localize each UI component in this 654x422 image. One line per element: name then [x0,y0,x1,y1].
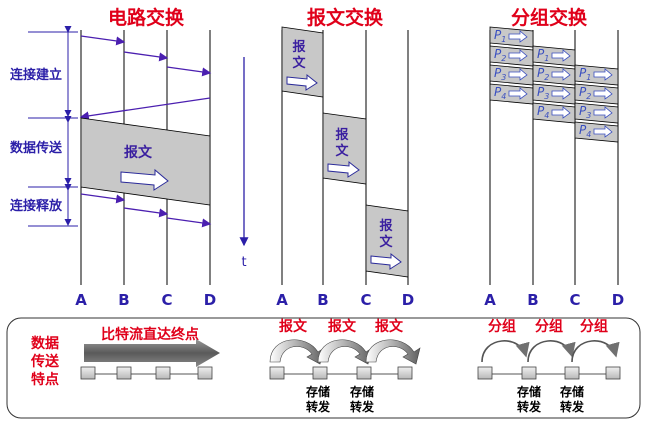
packet-arrow [551,68,571,81]
legend-packet-label: 分组 [580,318,608,335]
legend-packet-nodes [477,366,621,380]
legend-packet-curves [481,340,620,363]
title-circuit: 电路交换 [108,6,185,29]
packet-arrow [508,68,528,81]
packet-arrow [508,87,528,100]
packet-arrow [551,49,571,62]
forward-label: 转发 [517,399,542,414]
node-label: B [527,291,538,309]
legend-circuit-label: 比特流直达终点 [101,326,199,343]
node-box [197,366,213,380]
node-label: D [204,291,216,309]
node-label: D [402,291,414,309]
message-hop-2-arrow [327,160,360,178]
legend-message-label: 报文 [328,318,357,335]
packet-arrow [551,87,571,100]
phase-transfer: 数据传送 [10,140,63,156]
node-label: C [360,291,371,309]
node-label: B [118,291,129,309]
circuit-connect-arrows [79,35,212,121]
node-box [477,366,493,380]
packet-arrow [593,125,613,138]
packet-arrow [593,68,613,81]
packet-arrow [508,30,528,43]
store-label: 存储 [305,384,330,399]
legend-message-nodes [269,366,413,380]
legend-packet-label: 分组 [535,318,563,335]
legend-packet-store-forward: 存储 转发 存储 转发 [516,384,585,414]
message-hop-2-label-1: 报 [335,128,349,143]
legend-message-labels: 报文 报文 报文 [279,318,404,335]
legend-message-label: 报文 [375,318,404,335]
time-label: t [241,255,246,270]
packet-arrow [508,49,528,62]
message-hop-3-arrow [370,252,402,270]
node-label: C [569,291,580,309]
legend-message-label: 报文 [279,318,308,335]
legend-title: 数据 传送 特点 [30,335,60,388]
legend-circuit-arrow [84,339,220,367]
legend-packet-label: 分组 [488,318,516,335]
node-box [312,366,328,380]
packet-arrow [593,87,613,100]
circuit-message-label: 报文 [124,144,153,161]
phase-release: 连接释放 [10,198,63,214]
forward-label: 转发 [306,399,331,414]
message-hop-1-label-2: 文 [292,55,306,71]
message-hop-3-label-2: 文 [379,234,393,250]
legend-title-line-1: 数据 [31,335,59,352]
packet-arrow [593,106,613,119]
message-hop-1-label-1: 报 [292,40,306,55]
node-label: A [484,291,496,309]
node-label: D [612,291,624,309]
legend-message-store-forward: 存储 转发 存储 转发 [305,384,375,414]
node-box [80,366,96,380]
node-label: C [161,291,172,309]
circuit-release-arrows [80,193,212,228]
legend-circuit-nodes [80,366,213,380]
node-label: A [276,291,288,309]
circuit-transfer-band [80,117,211,206]
node-box [155,366,171,380]
node-label: A [75,291,87,309]
forward-label: 转发 [560,399,585,414]
title-message: 报文交换 [307,6,384,29]
node-label: B [317,291,328,309]
message-hop-3-label-1: 报 [379,219,393,234]
packet-arrow [551,106,571,119]
forward-label: 转发 [350,399,375,414]
store-label: 存储 [349,384,374,399]
legend-title-line-2: 传送 [30,353,60,370]
node-box [521,366,537,380]
phase-brackets [28,26,78,227]
node-box [269,366,285,380]
node-labels: A B C D A B C D A B C D [75,291,624,309]
node-box [605,366,621,380]
circuit-message-arrow [120,168,169,191]
store-label: 存储 [559,384,584,399]
message-hop-2-label-2: 文 [335,143,349,159]
phase-connect: 连接建立 [10,67,62,83]
node-box [356,366,372,380]
title-packet: 分组交换 [511,6,588,29]
node-box [397,366,413,380]
node-box [116,366,132,380]
node-box [564,366,580,380]
legend-title-line-3: 特点 [31,371,59,388]
store-label: 存储 [516,384,541,399]
message-hop-1-arrow [286,73,318,91]
legend-packet-labels: 分组 分组 分组 [488,318,608,335]
